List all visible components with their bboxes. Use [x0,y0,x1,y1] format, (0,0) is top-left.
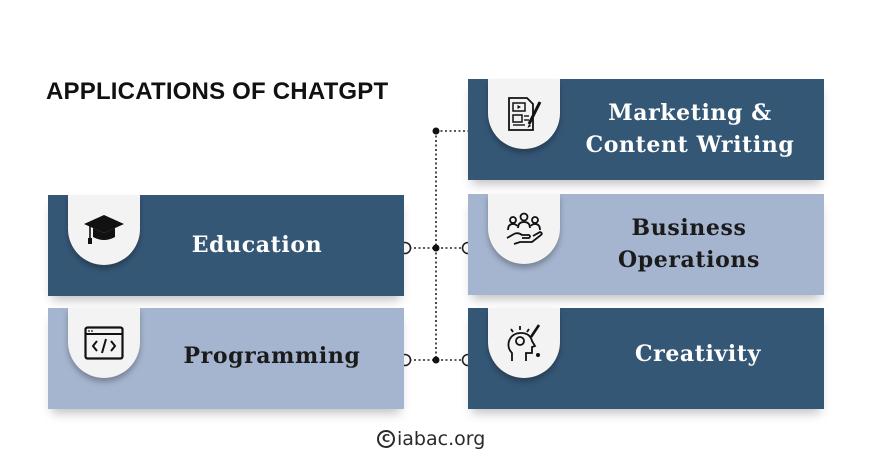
education-label: Education [191,232,323,258]
business-label: Business Operations [594,212,784,276]
programming-label: Programming [183,343,361,369]
education-card: Education [48,195,404,296]
business-tab [488,194,560,264]
watermark: C iabac.org [377,428,485,450]
marketing-label: Marketing & Content Writing [574,97,806,161]
business-line2: Operations [618,247,760,273]
marketing-line2: Content Writing [585,132,795,158]
creativity-tab [488,308,560,378]
watermark-text: iabac.org [397,428,486,450]
business-line1: Business [631,215,747,241]
code-window-icon [84,326,124,360]
education-tab [68,195,140,265]
content-document-icon [508,97,542,131]
marketing-card: Marketing & Content Writing [468,79,824,180]
programming-card: Programming [48,308,404,409]
business-card: Business Operations [468,194,824,295]
marketing-tab [488,79,560,149]
creativity-card: Creativity [468,308,824,409]
marketing-line1: Marketing & [608,100,772,126]
creative-head-icon [507,324,541,361]
graduation-cap-icon [84,215,124,244]
copyright-icon: C [377,430,395,448]
creativity-label: Creativity [635,341,761,367]
programming-tab [68,308,140,378]
page-title: APPLICATIONS OF CHATGPT [46,78,389,105]
team-hand-icon [506,212,543,245]
